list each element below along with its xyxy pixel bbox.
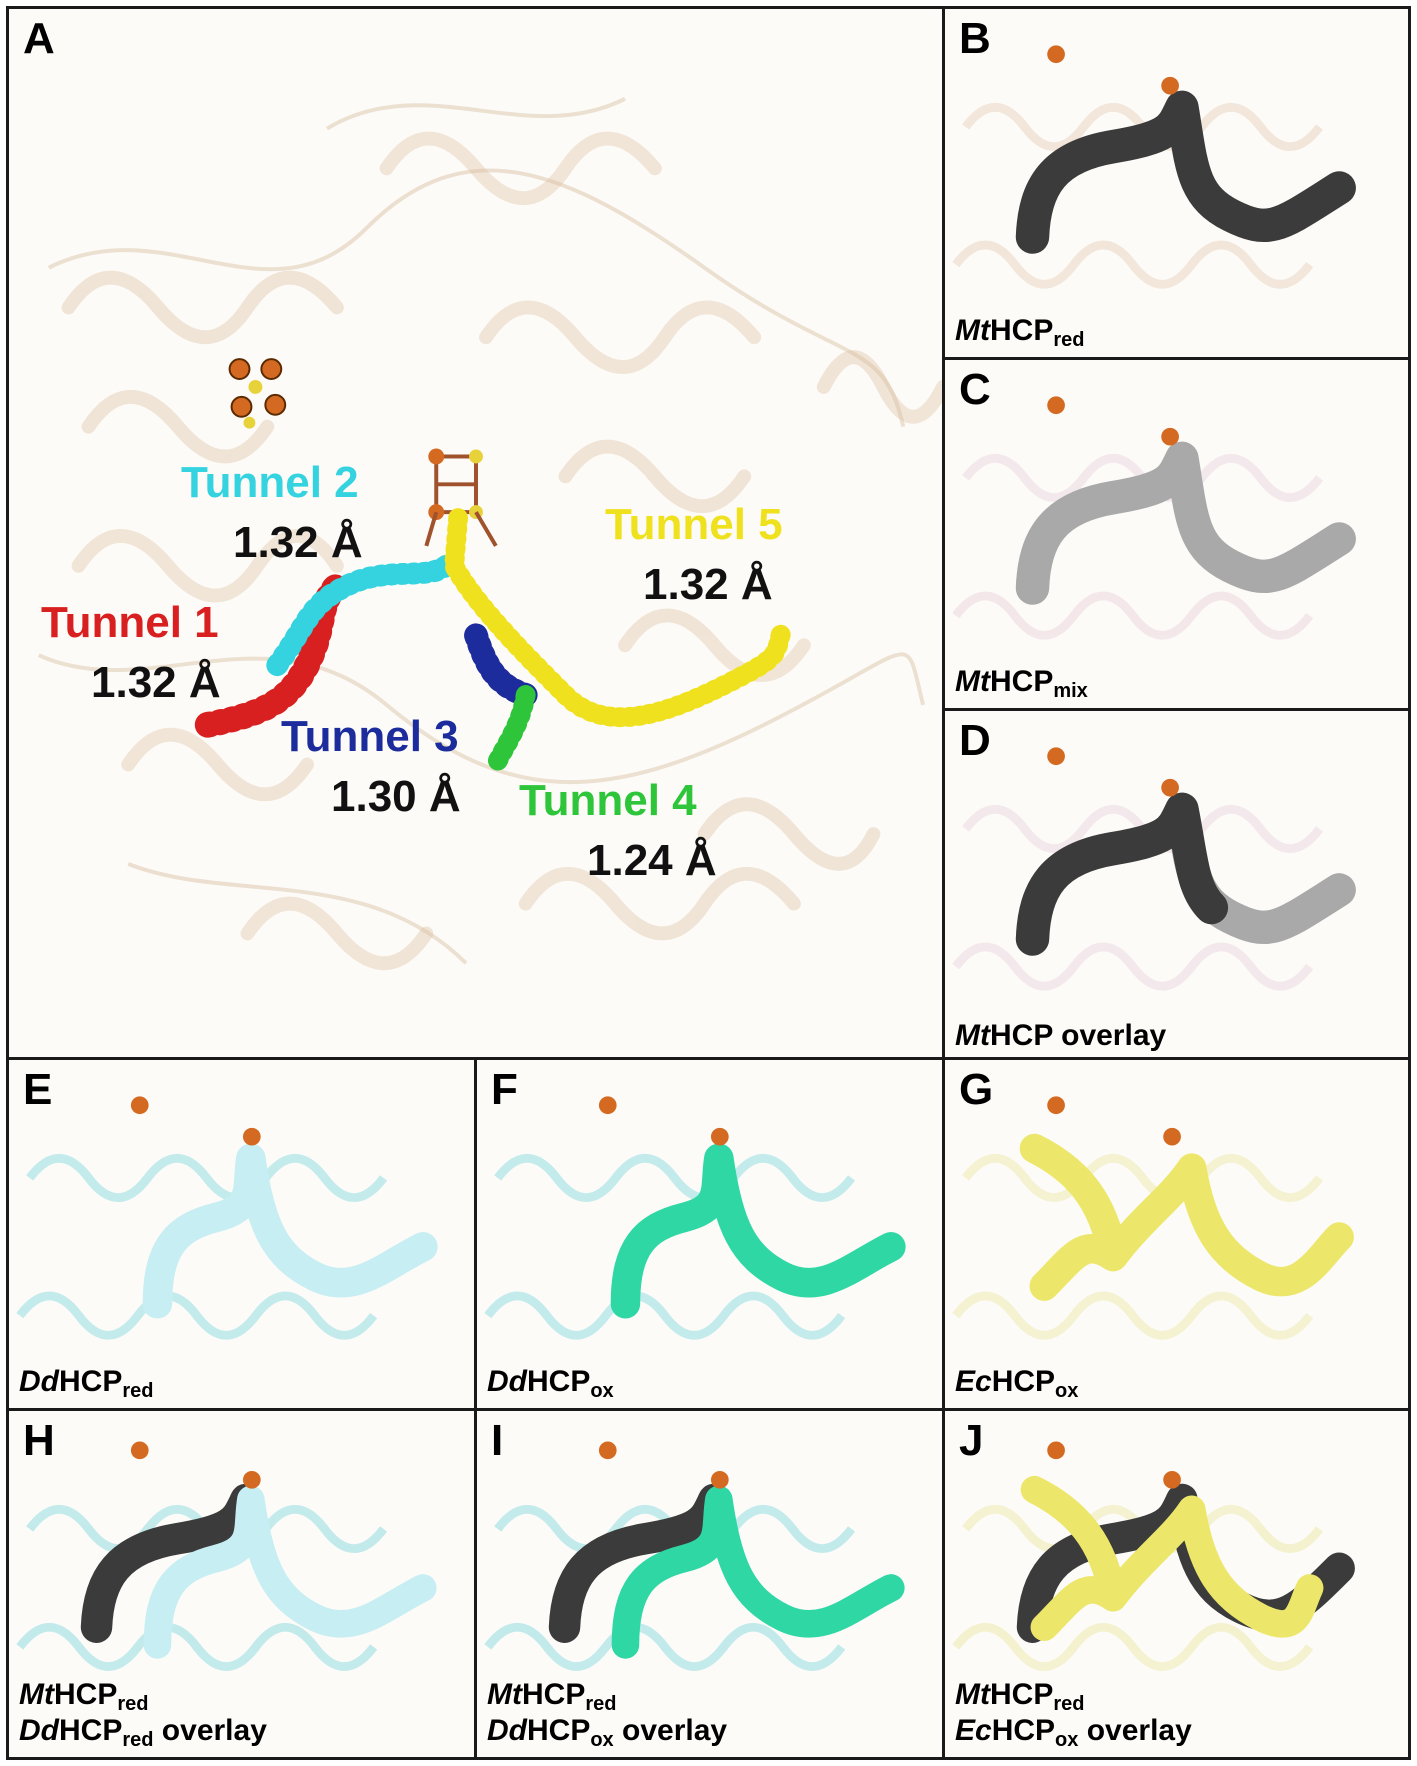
- tunnel-4-label: Tunnel 4: [519, 776, 697, 825]
- tunnel-5-radius: 1.32 Å: [643, 560, 773, 609]
- panel-c-render: [952, 396, 1356, 640]
- panel-label: J: [959, 1416, 984, 1465]
- panel-i-render: [484, 1441, 905, 1671]
- tunnel-2-radius: 1.32 Å: [233, 518, 363, 567]
- panel-e: E DdHCPred: [6, 1057, 477, 1411]
- panel-i: I MtHCPred DdHCPox overlay: [474, 1408, 945, 1760]
- tunnel-1-label: Tunnel 1: [41, 598, 219, 647]
- tunnel-1-radius: 1.32 Å: [91, 658, 221, 707]
- panel-j: J MtHCPred EcHCPox overlay: [942, 1408, 1411, 1760]
- panel-e-render: [16, 1096, 438, 1340]
- panel-caption: MtHCPred DdHCPred overlay: [19, 1678, 267, 1751]
- panel-label: B: [959, 14, 991, 63]
- panel-caption: DdHCPred: [19, 1365, 154, 1402]
- panel-f-render: [484, 1096, 906, 1340]
- panel-caption: MtHCPmix: [955, 665, 1088, 702]
- panel-label: D: [959, 716, 991, 765]
- panel-c: C MtHCPmix: [942, 357, 1411, 711]
- panel-j-render: [952, 1441, 1355, 1671]
- panel-caption: DdHCPox: [487, 1365, 614, 1402]
- tunnel-3-radius: 1.30 Å: [331, 772, 461, 821]
- panel-a-protein-render: [37, 97, 942, 971]
- tunnel-5-path: [443, 508, 792, 728]
- tunnel-4-path: [485, 685, 536, 775]
- tunnel-2-path: [266, 554, 458, 677]
- tunnel-3-label: Tunnel 3: [281, 712, 459, 761]
- tunnel-2-label: Tunnel 2: [181, 458, 359, 507]
- panel-label: E: [23, 1065, 53, 1114]
- panel-caption: EcHCPox: [955, 1365, 1079, 1402]
- panel-label: F: [491, 1065, 518, 1114]
- panel-g-render: [952, 1096, 1354, 1340]
- panel-f: F DdHCPox: [474, 1057, 945, 1411]
- panel-b: B MtHCPred: [942, 6, 1411, 360]
- panel-d: D MtHCP overlay: [942, 708, 1411, 1060]
- panel-caption: MtHCPred EcHCPox overlay: [955, 1678, 1192, 1751]
- panel-h: H MtHCPred DdHCPred overlay: [6, 1408, 477, 1760]
- tunnel-4-radius: 1.24 Å: [587, 836, 717, 885]
- tunnel-5-label: Tunnel 5: [605, 500, 783, 549]
- panel-b-render: [952, 45, 1356, 289]
- panel-h-render: [16, 1441, 437, 1671]
- fe-s-cluster-icon: [228, 358, 287, 429]
- panel-caption: MtHCPred: [955, 314, 1085, 351]
- panel-caption: MtHCPred DdHCPox overlay: [487, 1678, 728, 1751]
- panel-label: C: [959, 365, 991, 414]
- panel-d-render: [952, 747, 1356, 991]
- panel-label: G: [959, 1065, 994, 1114]
- panel-a: A Tunnel 2 1.32 Å Tunnel 1 1.32 Å Tunnel…: [6, 6, 945, 1060]
- panel-caption: MtHCP overlay: [955, 1018, 1167, 1052]
- panel-g: G EcHCPox: [942, 1057, 1411, 1411]
- panel-label: I: [491, 1416, 504, 1465]
- panel-label: A: [23, 14, 55, 63]
- panel-label: H: [23, 1416, 55, 1465]
